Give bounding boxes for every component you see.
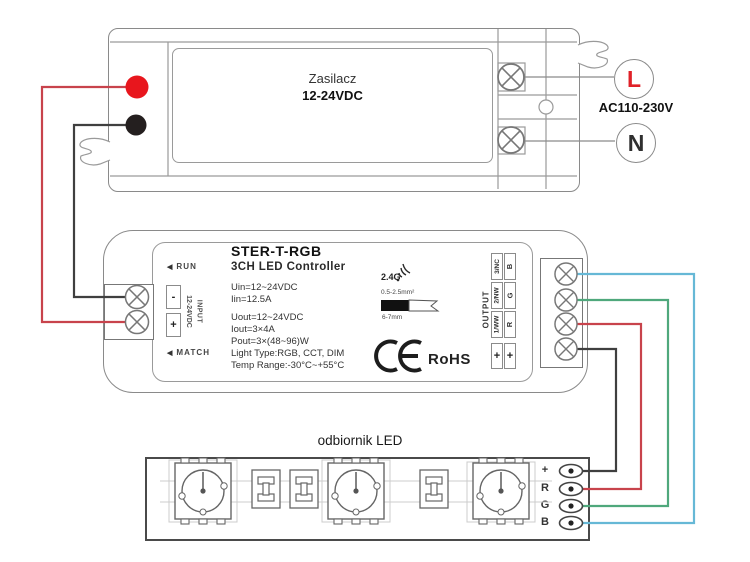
terminal-live-label: L [626,65,642,92]
pad-label-r: R [541,482,549,494]
rohs-label: RoHS [428,351,471,368]
pad-label-plus: + [541,464,549,476]
spec-temp-range: Temp Range:-30°C~+55°C [231,360,345,371]
cable-clamp-left [79,137,111,166]
output-cell-r: R [504,311,516,338]
terminal-neutral: N [616,123,656,163]
wireless-label: 2.4G [381,272,401,282]
spec-pout: Pout=3×(48~96)W [231,336,309,347]
match-text: MATCH [176,348,211,357]
output-cell-b: B [504,253,516,280]
output-cell-2nw: 2/NW [491,282,503,309]
output-cell-plus2: + [504,343,516,369]
controller-type: 3CH LED Controller [231,261,346,273]
pad-label-b: B [541,516,549,528]
output-cell-3nc: 3/NC [491,253,503,280]
spec-uout: Uout=12~24VDC [231,312,304,323]
spec-iin: Iin=12.5A [231,294,272,305]
terminal-neutral-label: N [627,129,645,156]
output-cell-plus1: + [491,343,503,369]
input-minus-cell: - [166,285,181,309]
input-terminal-block [104,284,154,340]
pad-label-g: G [540,499,550,511]
spec-light-type: Light Type:RGB, CCT, DIM [231,348,345,359]
cable-clamp-right [577,40,609,69]
input-plus-label: + [170,319,177,331]
power-supply-voltage: 12-24VDC [302,88,363,103]
controller-panel [152,242,533,382]
input-minus-label: - [171,291,176,303]
input-plus-cell: + [166,313,181,337]
led-strip-label: odbiornik LED [317,433,403,448]
ac-rating-label: AC110-230V [598,100,674,115]
led-strip-body [145,457,590,541]
output-cell-1ww: 1/WW [491,311,503,338]
spec-iout: Iout=3×4A [231,324,275,335]
power-supply-label-box: Zasilacz 12-24VDC [172,48,493,163]
run-indicator-label: ◀ RUN [167,262,197,271]
power-supply-name: Zasilacz [308,71,357,86]
output-terminal-block [540,258,583,368]
controller-model: STER-T-RGB [231,243,322,259]
left-triangle-icon: ◀ [167,263,173,271]
run-text: RUN [176,262,198,271]
input-label: INPUT [195,299,203,323]
strip-length-label: 6-7mm [382,314,403,321]
match-indicator-label: ◀ MATCH [167,348,210,357]
left-triangle-icon: ◀ [167,349,173,357]
wire-gauge-label: 0.5-2.5mm² [381,289,415,296]
terminal-live: L [614,59,654,99]
spec-uin: Uin=12~24VDC [231,282,298,293]
output-cell-g: G [504,282,516,309]
